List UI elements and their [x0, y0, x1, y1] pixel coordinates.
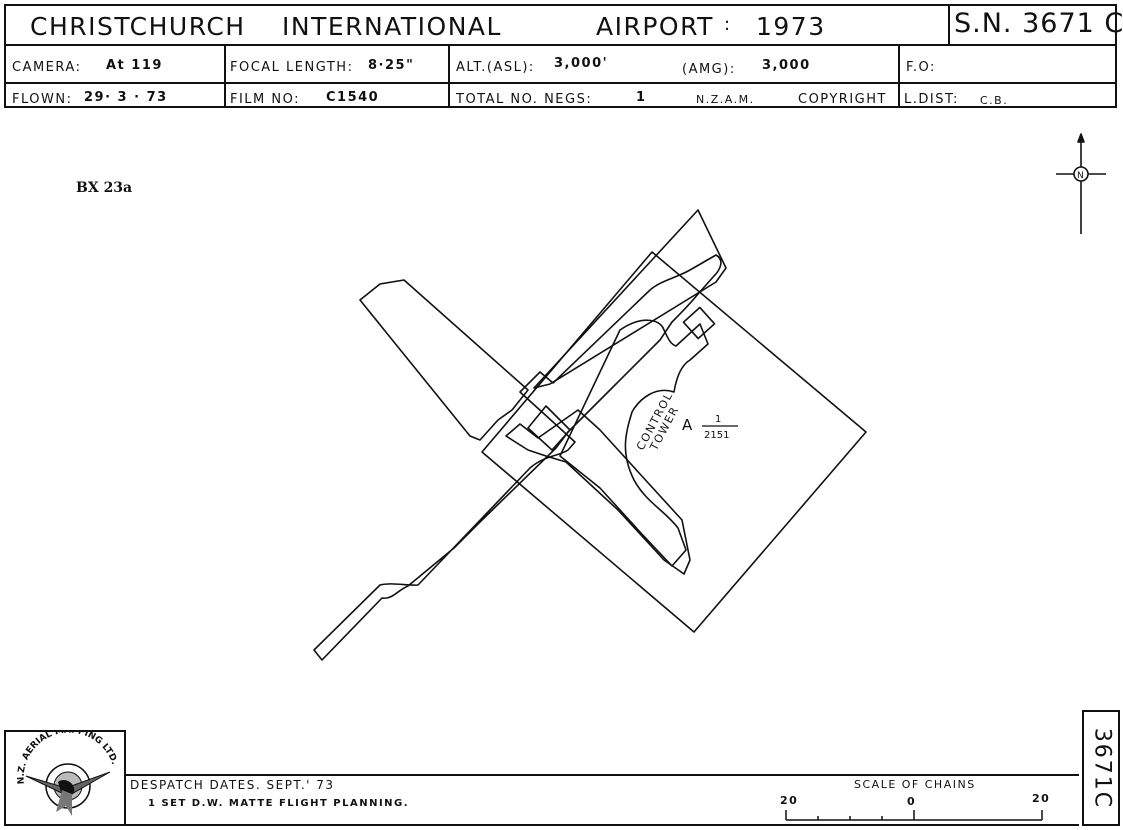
alt-asl-label: ALT.(ASL):	[456, 60, 535, 75]
nz-aerial-mapping-logo: N.Z. AERIAL MAPPING LTD.	[16, 726, 119, 816]
photo-coverage-frame	[481, 251, 867, 633]
logo-box: N.Z. AERIAL MAPPING LTD.	[4, 726, 126, 826]
sheet-number: S.N. 3671 C	[954, 8, 1123, 39]
runway-main	[313, 254, 722, 661]
photo-numerator: 1	[715, 414, 721, 425]
row-divider	[6, 82, 1115, 84]
flown-label: FLOWN:	[12, 92, 73, 107]
scale-right-value: 20	[1032, 792, 1051, 805]
col-divider	[898, 44, 900, 108]
title-place: CHRISTCHURCH	[30, 12, 246, 41]
total-negs-value: 1	[636, 90, 647, 105]
footer-strip	[4, 774, 1079, 826]
fo-label: F.O:	[906, 60, 936, 75]
planning-note: 1 SET D.W. MATTE FLIGHT PLANNING.	[148, 798, 410, 809]
despatch-dates: DESPATCH DATES. SEPT.' 73	[130, 778, 335, 792]
alt-asl-value: 3,000'	[554, 56, 609, 71]
nzam-label: N.Z.A.M.	[696, 93, 755, 106]
focal-length-value: 8·25"	[368, 58, 415, 73]
title-year: 1973	[756, 12, 826, 41]
film-no-value: C1540	[326, 90, 380, 105]
camera-label: CAMERA:	[12, 60, 82, 75]
title-colon: :	[724, 14, 732, 35]
apron-area	[559, 319, 709, 567]
copyright-label: COPYRIGHT	[798, 92, 887, 107]
amg-value: 3,000	[762, 58, 811, 73]
l-dist-label: L.DIST:	[904, 92, 959, 107]
film-no-label: FILM NO:	[230, 92, 301, 107]
col-divider	[448, 44, 450, 108]
scale-left-value: 20	[780, 794, 799, 807]
photo-letter: A	[682, 416, 693, 434]
runway-intersection	[527, 405, 571, 451]
total-negs-label: TOTAL NO. NEGS:	[456, 92, 593, 107]
north-arrow-icon	[1056, 133, 1106, 234]
title-word-international: INTERNATIONAL	[282, 12, 502, 41]
title-block: CHRISTCHURCH INTERNATIONAL AIRPORT : 197…	[4, 4, 1123, 108]
scale-bar	[785, 810, 1043, 821]
focal-length-label: FOCAL LENGTH:	[230, 60, 354, 75]
scale-title: SCALE OF CHAINS	[854, 778, 976, 791]
runway-cross	[359, 279, 529, 441]
row-divider	[6, 44, 1115, 46]
flown-value: 29· 3 · 73	[84, 90, 168, 105]
runway-cross-lower	[505, 409, 691, 575]
runway-ne-strip	[533, 209, 727, 389]
side-sheet-box: 3671C	[1082, 710, 1120, 826]
hangar-block	[682, 306, 716, 340]
title-word-airport: AIRPORT	[596, 12, 714, 41]
amg-label: (AMG):	[682, 62, 736, 77]
scale-mid-value: 0	[907, 795, 917, 808]
photo-denominator: 2151	[704, 430, 729, 441]
north-label: N	[1077, 171, 1084, 181]
camera-value: At 119	[106, 58, 163, 73]
side-sheet-number: 3671C	[1089, 727, 1115, 810]
map-reference-label: BX 23a	[76, 180, 133, 196]
title-divider	[948, 6, 950, 44]
l-dist-value: C.B.	[980, 94, 1009, 107]
col-divider	[224, 44, 226, 108]
